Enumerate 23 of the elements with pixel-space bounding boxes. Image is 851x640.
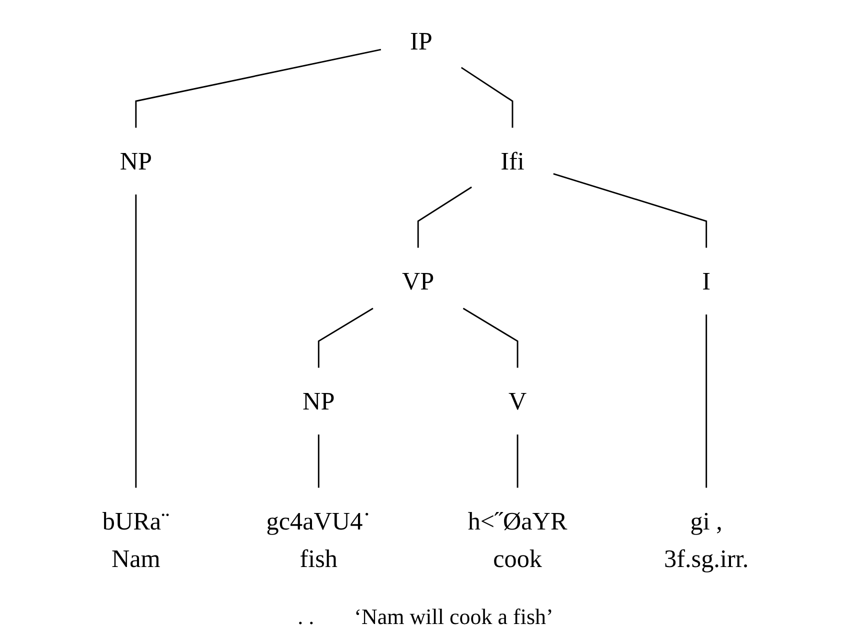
connector <box>460 66 514 128</box>
connector <box>318 308 374 368</box>
node-text: h<˝ØaYR cook <box>468 507 568 573</box>
node-text: I <box>702 267 711 296</box>
connector <box>706 314 708 488</box>
node-text: VP <box>402 267 434 296</box>
node-text: Ifi <box>500 147 524 176</box>
connector <box>417 186 472 248</box>
connector <box>135 48 382 128</box>
node-text: V <box>508 387 527 416</box>
note-text: . . <box>298 604 314 630</box>
note-text: ‘Nam will cook a fish’ <box>354 604 554 630</box>
connector <box>553 173 708 248</box>
connector <box>516 434 518 488</box>
node-text: IP <box>410 27 432 56</box>
node-text: NP <box>302 387 335 416</box>
node-text: bURa¨ Nam <box>102 507 170 573</box>
connector <box>135 194 137 488</box>
node-text: gi , 3f.sg.irr. <box>664 507 749 573</box>
node-text: NP <box>120 147 152 176</box>
connector <box>462 308 518 368</box>
connector <box>318 434 320 488</box>
node-text: gc4aVU4˙ fish <box>266 507 372 573</box>
